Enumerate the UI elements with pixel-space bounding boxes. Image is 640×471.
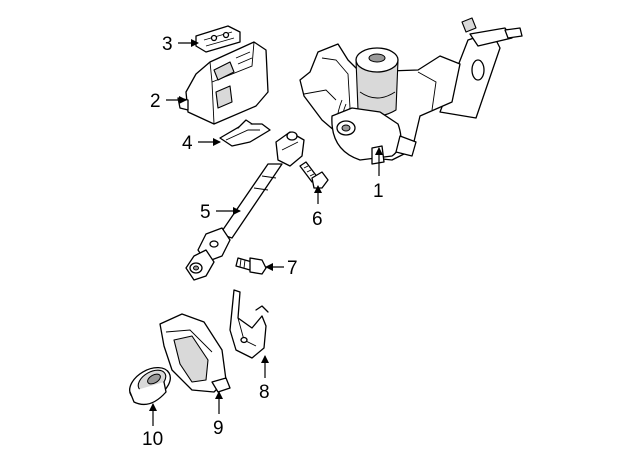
control-module[interactable] <box>177 41 269 125</box>
boot-seal[interactable] <box>124 361 176 407</box>
callout-3: 3 <box>162 34 173 55</box>
callout-9: 9 <box>213 418 224 439</box>
cover[interactable] <box>229 289 269 359</box>
callout-8: 8 <box>259 382 270 403</box>
intermediate-shaft[interactable] <box>185 131 305 281</box>
column-cover[interactable] <box>159 313 231 393</box>
callout-2: 2 <box>150 91 161 112</box>
bolt-upper[interactable] <box>299 161 329 189</box>
steering-column-assembly[interactable] <box>299 17 523 165</box>
callout-labels: 1 2 3 4 5 6 7 8 9 10 <box>142 34 384 450</box>
callout-4: 4 <box>182 133 193 154</box>
callout-5: 5 <box>200 202 211 223</box>
leader-lines <box>149 39 383 426</box>
callout-1: 1 <box>373 181 384 202</box>
bolt-lower[interactable] <box>235 257 267 275</box>
bracket-upper[interactable] <box>195 25 241 53</box>
callout-10: 10 <box>142 429 163 450</box>
callout-6: 6 <box>312 209 323 230</box>
callout-7: 7 <box>287 258 298 279</box>
bracket-lower[interactable] <box>219 119 271 147</box>
